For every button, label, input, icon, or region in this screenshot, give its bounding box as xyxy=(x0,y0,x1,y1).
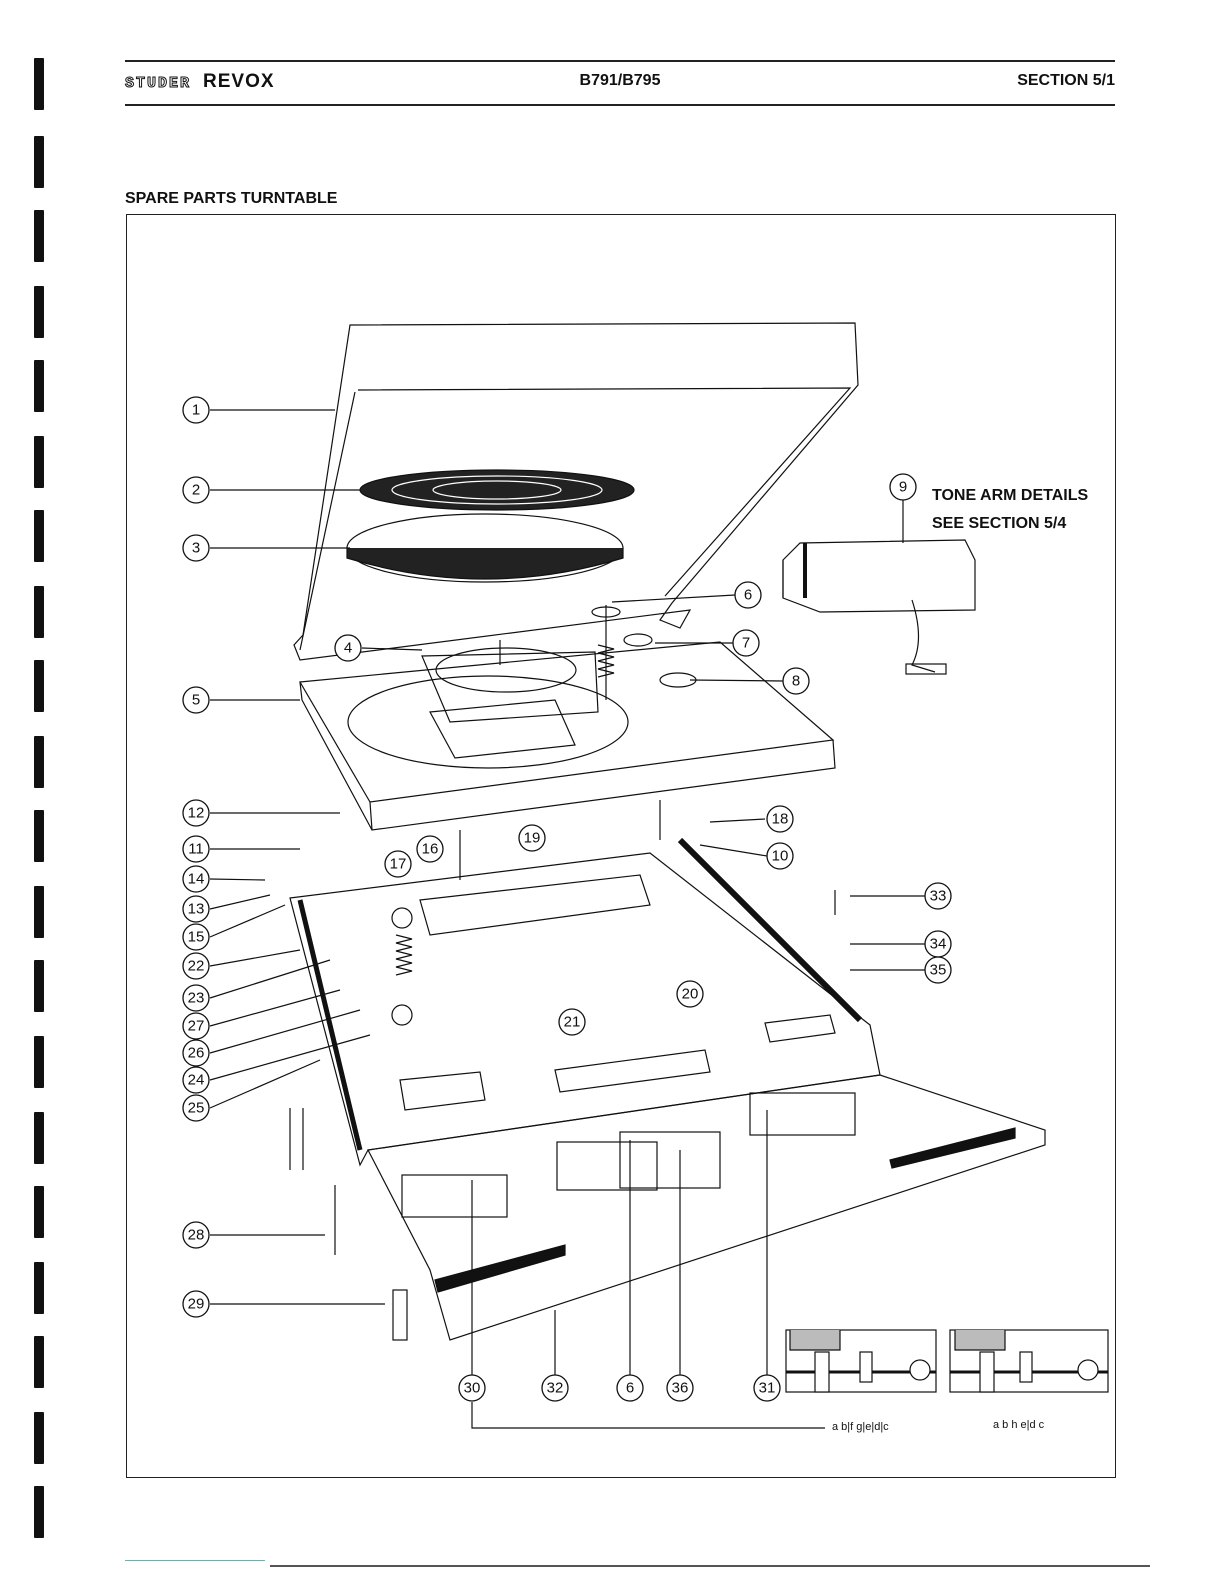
svg-text:17: 17 xyxy=(390,856,407,873)
callout-35: 35 xyxy=(925,957,951,983)
callout-30: 30 xyxy=(459,1375,485,1401)
tone-arm-module xyxy=(783,540,975,612)
svg-text:16: 16 xyxy=(422,841,439,858)
callout-33: 33 xyxy=(925,883,951,909)
callout-29: 29 xyxy=(183,1291,209,1317)
switch-block-left xyxy=(402,1175,507,1217)
svg-text:25: 25 xyxy=(188,1100,205,1117)
callout-11: 11 xyxy=(183,836,209,862)
callout-4: 4 xyxy=(335,635,361,661)
svg-text:6: 6 xyxy=(626,1380,634,1397)
callout-6a: 6 xyxy=(735,582,761,608)
callout-7: 7 xyxy=(733,630,759,656)
callout-6b: 6 xyxy=(617,1375,643,1401)
callout-28: 28 xyxy=(183,1222,209,1248)
svg-text:23: 23 xyxy=(188,990,205,1007)
svg-text:6: 6 xyxy=(744,587,752,604)
callout-10: 10 xyxy=(767,843,793,869)
svg-text:2: 2 xyxy=(192,482,200,499)
svg-text:29: 29 xyxy=(188,1296,205,1313)
callout-27: 27 xyxy=(183,1013,209,1039)
bottom-rule xyxy=(270,1565,1150,1567)
callout-23: 23 xyxy=(183,985,209,1011)
svg-text:27: 27 xyxy=(188,1018,205,1035)
svg-text:26: 26 xyxy=(188,1045,205,1062)
svg-text:18: 18 xyxy=(772,811,789,828)
svg-text:34: 34 xyxy=(930,936,947,953)
svg-text:8: 8 xyxy=(792,673,800,690)
callout-15: 15 xyxy=(183,924,209,950)
svg-text:35: 35 xyxy=(930,962,947,979)
svg-text:3: 3 xyxy=(192,540,200,557)
callout-34: 34 xyxy=(925,931,951,957)
svg-text:4: 4 xyxy=(344,640,352,657)
callout-19: 19 xyxy=(519,825,545,851)
detail-section-a xyxy=(786,1330,936,1392)
svg-text:24: 24 xyxy=(188,1072,205,1089)
svg-text:31: 31 xyxy=(759,1380,776,1397)
callout-18: 18 xyxy=(767,806,793,832)
detail-a-letters: a b|f g|e|d|c xyxy=(832,1421,889,1433)
callout-24: 24 xyxy=(183,1067,209,1093)
svg-text:9: 9 xyxy=(899,479,907,496)
svg-text:14: 14 xyxy=(188,871,205,888)
svg-text:36: 36 xyxy=(672,1380,689,1397)
tone-arm-note-line1: TONE ARM DETAILS xyxy=(932,487,1088,505)
callout-20: 20 xyxy=(677,981,703,1007)
svg-text:13: 13 xyxy=(188,901,205,918)
callout-5: 5 xyxy=(183,687,209,713)
detail-b-letters: a b h e|d c xyxy=(993,1419,1045,1431)
callout-3: 3 xyxy=(183,535,209,561)
callout-21: 21 xyxy=(559,1009,585,1035)
callout-13: 13 xyxy=(183,896,209,922)
tone-arm-note-line2: SEE SECTION 5/4 xyxy=(932,515,1066,533)
svg-text:28: 28 xyxy=(188,1227,205,1244)
callout-32: 32 xyxy=(542,1375,568,1401)
callout-17: 17 xyxy=(385,851,411,877)
svg-text:1: 1 xyxy=(192,402,200,419)
svg-text:11: 11 xyxy=(188,841,204,858)
svg-text:19: 19 xyxy=(524,830,541,847)
callout-9: 9 xyxy=(890,474,916,500)
callout-16: 16 xyxy=(417,836,443,862)
callout-36: 36 xyxy=(667,1375,693,1401)
deck-plate xyxy=(300,642,833,802)
callout-2: 2 xyxy=(183,477,209,503)
svg-text:5: 5 xyxy=(192,692,200,709)
callout-31: 31 xyxy=(754,1375,780,1401)
detail-section-b xyxy=(950,1330,1108,1392)
front-panel xyxy=(368,1075,1045,1340)
svg-text:22: 22 xyxy=(188,958,205,975)
svg-text:12: 12 xyxy=(188,805,205,822)
svg-text:10: 10 xyxy=(772,848,789,865)
callout-25: 25 xyxy=(183,1095,209,1121)
callout-14: 14 xyxy=(183,866,209,892)
switch-block-center xyxy=(557,1142,657,1190)
switch-block-right xyxy=(750,1093,855,1135)
svg-text:33: 33 xyxy=(930,888,947,905)
callout-8: 8 xyxy=(783,668,809,694)
callout-22: 22 xyxy=(183,953,209,979)
callout-26: 26 xyxy=(183,1040,209,1066)
callout-12: 12 xyxy=(183,800,209,826)
svg-text:15: 15 xyxy=(188,929,205,946)
svg-text:21: 21 xyxy=(564,1014,581,1031)
callout-1: 1 xyxy=(183,397,209,423)
svg-text:30: 30 xyxy=(464,1380,481,1397)
bottom-line-left xyxy=(125,1560,265,1561)
svg-text:32: 32 xyxy=(547,1380,564,1397)
svg-text:7: 7 xyxy=(742,635,750,652)
svg-text:20: 20 xyxy=(682,986,699,1003)
